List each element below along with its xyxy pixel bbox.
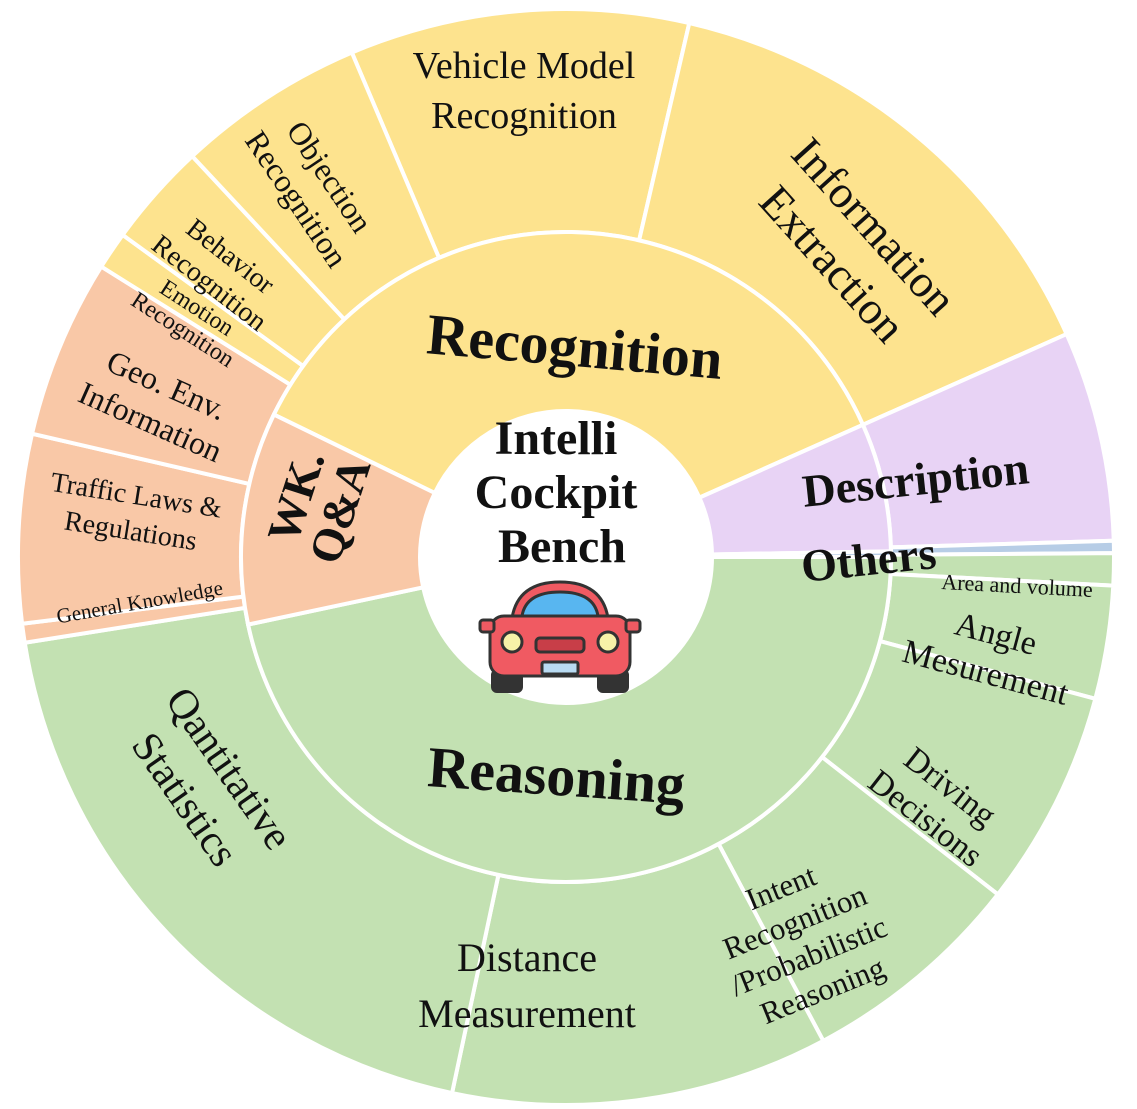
center-title-line-3: Bench: [498, 520, 626, 573]
outer-label-distance-measurement-line: Distance: [457, 935, 597, 980]
car-icon: [478, 580, 642, 693]
car-grille: [534, 636, 586, 654]
car-headlight-right: [596, 630, 620, 654]
outer-label-vehicle-model-recognition-line: Recognition: [431, 95, 617, 137]
inner-ring: RecognitionDescriptionOthersReasoningWK.…: [239, 230, 1031, 884]
car-headlight-left: [500, 630, 524, 654]
outer-label-vehicle-model-recognition-line: Vehicle Model: [413, 45, 636, 87]
car-mirror-right: [624, 618, 642, 634]
center-title-line-2: Cockpit: [475, 466, 638, 519]
outer-label-distance-measurement-line: Measurement: [418, 991, 636, 1036]
center-title: Intelli Cockpit Bench: [475, 412, 650, 573]
car-windshield: [520, 590, 600, 618]
car-plate: [540, 660, 580, 676]
center-title-line-1: Intelli: [495, 412, 618, 465]
center-hub: Intelli Cockpit Bench: [420, 411, 712, 703]
outer-label-intent-recognition: IntentRecognition/ProbabilisticReasoning: [698, 840, 906, 1037]
car-mirror-left: [478, 618, 496, 634]
